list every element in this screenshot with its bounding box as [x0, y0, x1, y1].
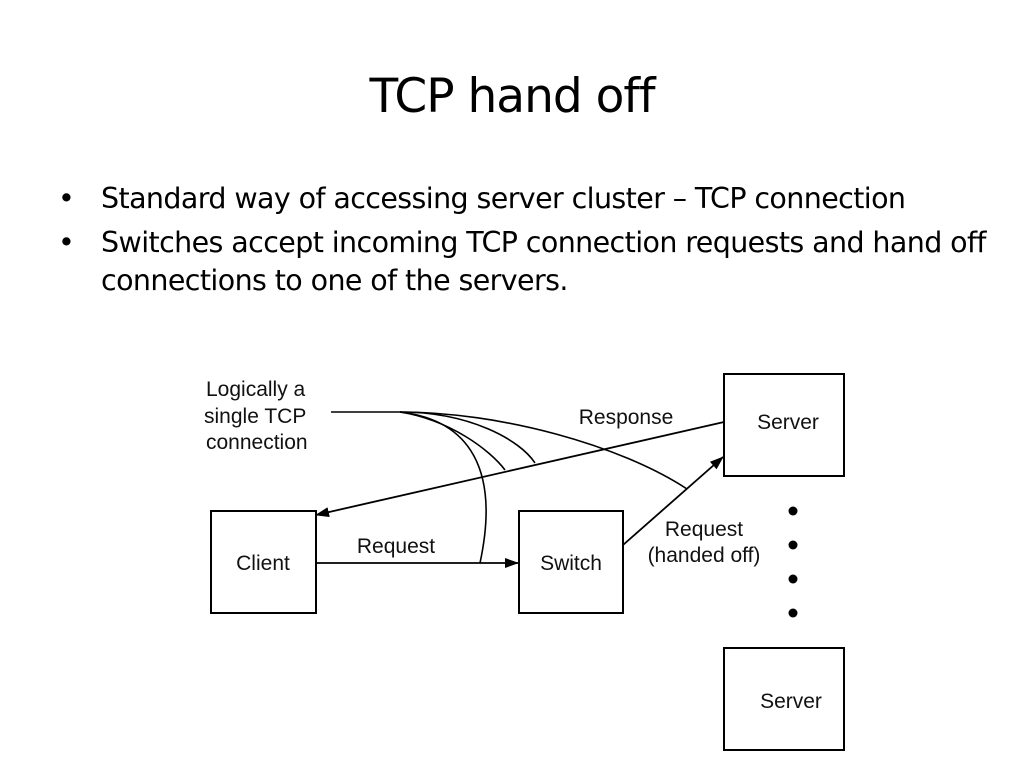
switch-label: Switch: [540, 552, 602, 575]
handoff-arrow: [622, 456, 724, 546]
handoff-label-line-1: Request: [665, 518, 743, 541]
response-label: Response: [579, 406, 674, 429]
request-label: Request: [357, 535, 435, 558]
client-box: [210, 510, 317, 614]
slide-title: TCP hand off: [369, 69, 655, 124]
annotation-line-1: Logically a: [206, 378, 306, 401]
response-arrow: [315, 421, 725, 517]
bullet-text: Switches accept incoming TCP connection …: [101, 226, 986, 297]
client-label: Client: [236, 552, 290, 575]
server-bottom-label: Server: [760, 690, 822, 713]
annotation-line-2: single TCP: [204, 405, 306, 428]
server-top-label: Server: [757, 411, 819, 434]
switch-box: [518, 510, 624, 614]
ellipsis-dot-icon: [788, 574, 798, 584]
annotation-curve-response-1: [399, 411, 506, 471]
bullet-list: • Standard way of accessing server clust…: [56, 180, 996, 306]
ellipsis-dot-icon: [788, 608, 798, 618]
bullet-item: • Standard way of accessing server clust…: [56, 180, 996, 218]
bullet-item: • Switches accept incoming TCP connectio…: [56, 224, 996, 300]
server-top-box: [723, 373, 845, 477]
server-bottom-box: [723, 647, 845, 751]
handoff-label-line-2: (handed off): [648, 544, 761, 567]
ellipsis-dot-icon: [788, 506, 798, 516]
annotation-line-3: connection: [206, 431, 308, 454]
ellipsis-dot-icon: [788, 540, 798, 550]
annotation-curve-handoff: [399, 411, 688, 490]
bullet-icon: •: [58, 226, 75, 259]
bullet-icon: •: [58, 182, 75, 215]
bullet-text: Standard way of accessing server cluster…: [101, 182, 906, 215]
